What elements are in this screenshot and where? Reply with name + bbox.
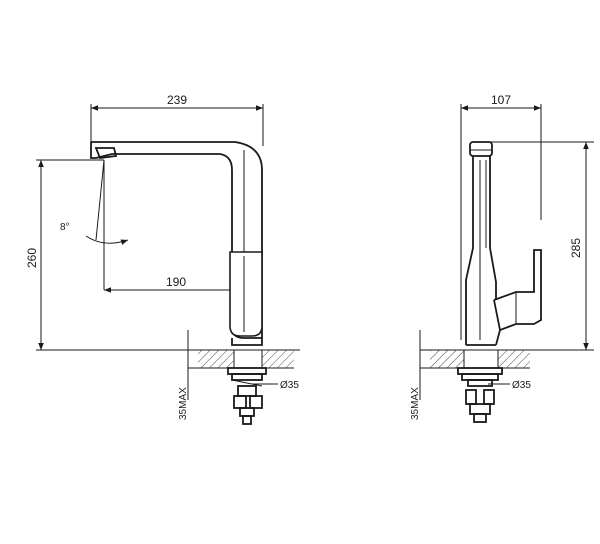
front-body xyxy=(229,251,263,346)
front-fittings xyxy=(227,367,267,425)
side-height-label: 285 xyxy=(569,238,583,258)
front-width-label: 239 xyxy=(167,93,187,107)
side-deck-thickness-label: 35MAX xyxy=(410,387,421,420)
side-spout xyxy=(465,141,497,345)
front-hole-label: Ø35 xyxy=(280,380,299,391)
front-reach-dimension: 190 xyxy=(104,275,244,293)
side-width-dimension: 107 xyxy=(460,93,542,340)
side-deck-thickness-dimension: 35MAX xyxy=(410,330,430,420)
front-reach-label: 190 xyxy=(166,275,186,289)
side-hole-label: Ø35 xyxy=(512,380,531,391)
front-view: 239 260 8° 190 xyxy=(25,93,300,425)
front-width-dimension: 239 xyxy=(90,93,264,146)
side-width-label: 107 xyxy=(491,93,511,107)
side-handle xyxy=(493,249,542,346)
side-fittings xyxy=(457,367,503,423)
side-view: 107 285 xyxy=(410,93,594,423)
front-deck-thickness-label: 35MAX xyxy=(178,387,189,420)
front-swivel-angle: 8° xyxy=(60,159,129,290)
side-height-dimension: 285 xyxy=(430,141,594,351)
front-height-dimension: 260 xyxy=(25,159,300,351)
front-height-label: 260 xyxy=(25,248,39,268)
side-deck xyxy=(430,350,530,369)
front-deck xyxy=(198,350,294,369)
front-hole-dimension: Ø35 xyxy=(252,380,299,391)
front-spout xyxy=(90,141,263,252)
side-hole-dimension: Ø35 xyxy=(488,380,531,391)
front-angle-label: 8° xyxy=(60,222,70,233)
front-deck-thickness-dimension: 35MAX xyxy=(178,330,198,420)
